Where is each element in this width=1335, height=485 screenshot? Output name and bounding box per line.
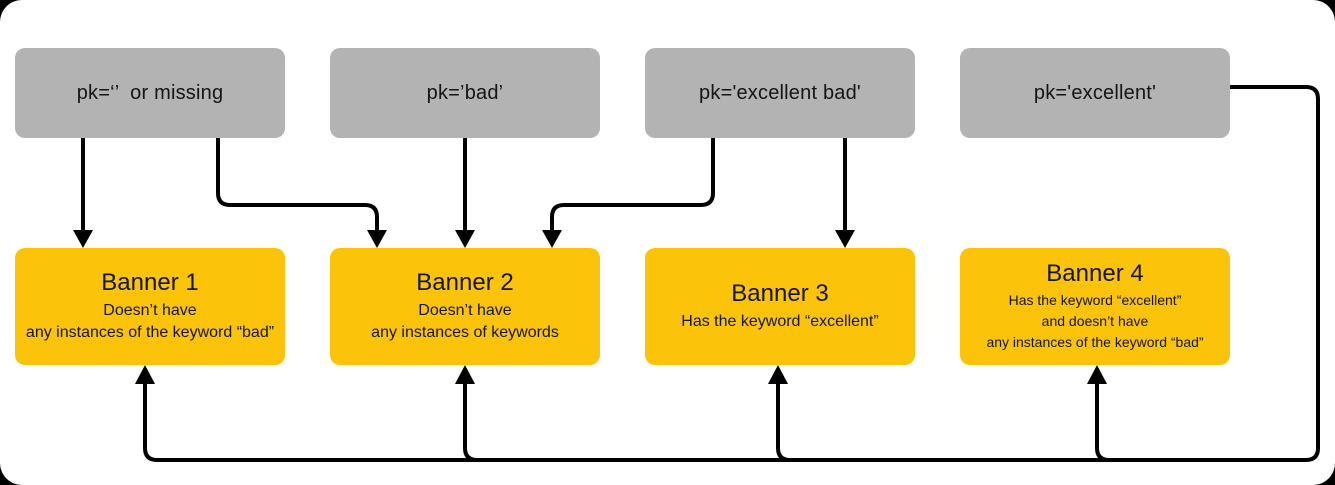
source-node-pk-excellent: pk='excellent' [960, 48, 1230, 138]
source-label-pk-excellent-bad: pk='excellent bad' [699, 81, 861, 104]
source-node-pk-excellent-bad: pk='excellent bad' [645, 48, 915, 138]
arrow-pk-excellent-feed-line [143, 85, 1320, 462]
banner-4-line: and doesn’t have [1041, 313, 1149, 330]
banner-node-3: Banner 3 Has the keyword “excellent” [645, 248, 915, 365]
banner-2-title: Banner 2 [416, 269, 514, 297]
banner-node-2: Banner 2 Doesn’t have any instances of k… [330, 248, 600, 365]
source-label-pk-bad: pk=’bad’ [426, 81, 504, 104]
banner-2-line: any instances of keywords [371, 323, 559, 341]
arrow-feed-branch-to-banner3-line [776, 383, 791, 462]
banner-1-title: Banner 1 [101, 269, 199, 297]
arrow-pk-excellent-bad-to-banner2 [542, 138, 715, 248]
banner-1-line: any instances of the keyword “bad” [25, 323, 275, 341]
banner-node-4: Banner 4 Has the keyword “excellent” and… [960, 248, 1230, 365]
source-label-pk-excellent: pk='excellent' [1033, 81, 1157, 104]
banner-4-line: Has the keyword “excellent” [1008, 292, 1182, 309]
banner-1-line: Doesn’t have [103, 301, 197, 319]
arrow-feed-branch-to-banner2-line [463, 383, 478, 462]
arrow-pk-empty-to-banner1 [73, 138, 93, 248]
arrow-pk-empty-to-banner2-line [216, 138, 379, 231]
arrow-pk-empty-to-banner2 [216, 138, 387, 248]
arrow-pk-empty-to-banner1-arrowhead [73, 230, 93, 248]
arrow-pk-excellent-feed-to-banner1-arrowhead [135, 365, 155, 384]
arrow-feed-branch-to-banner4-arrowhead [1087, 365, 1107, 384]
arrow-pk-excellent-feed-to-banner1 [135, 85, 1320, 462]
arrow-pk-excellent-bad-to-banner2-line [550, 138, 715, 231]
source-label-pk-empty: pk=‘’ or missing [76, 81, 224, 104]
source-node-pk-bad: pk=’bad’ [330, 48, 600, 138]
arrow-feed-branch-to-banner2 [455, 365, 478, 462]
arrow-pk-excellent-bad-to-banner2-arrowhead [542, 230, 562, 248]
arrow-pk-excellent-bad-to-banner3-arrowhead [835, 230, 855, 248]
banner-4-line: any instances of the keyword “bad” [986, 334, 1204, 351]
arrow-feed-branch-to-banner3 [768, 365, 791, 462]
banner-2-line: Doesn’t have [418, 301, 512, 319]
arrow-feed-branch-to-banner4 [1087, 365, 1110, 462]
banner-3-line: Has the keyword “excellent” [681, 312, 879, 330]
arrow-pk-excellent-bad-to-banner3 [835, 138, 855, 248]
banner-3-title: Banner 3 [731, 280, 829, 308]
source-node-pk-empty: pk=‘’ or missing [15, 48, 285, 138]
arrow-pk-bad-to-banner2 [455, 138, 475, 248]
arrow-feed-branch-to-banner4-line [1095, 383, 1110, 462]
arrow-feed-branch-to-banner3-arrowhead [768, 365, 788, 384]
arrow-pk-bad-to-banner2-arrowhead [455, 230, 475, 248]
arrow-pk-empty-to-banner2-arrowhead [367, 230, 387, 248]
arrow-feed-branch-to-banner2-arrowhead [455, 365, 475, 384]
banner-4-title: Banner 4 [1046, 259, 1144, 287]
banner-node-1: Banner 1 Doesn’t have any instances of t… [15, 248, 285, 365]
